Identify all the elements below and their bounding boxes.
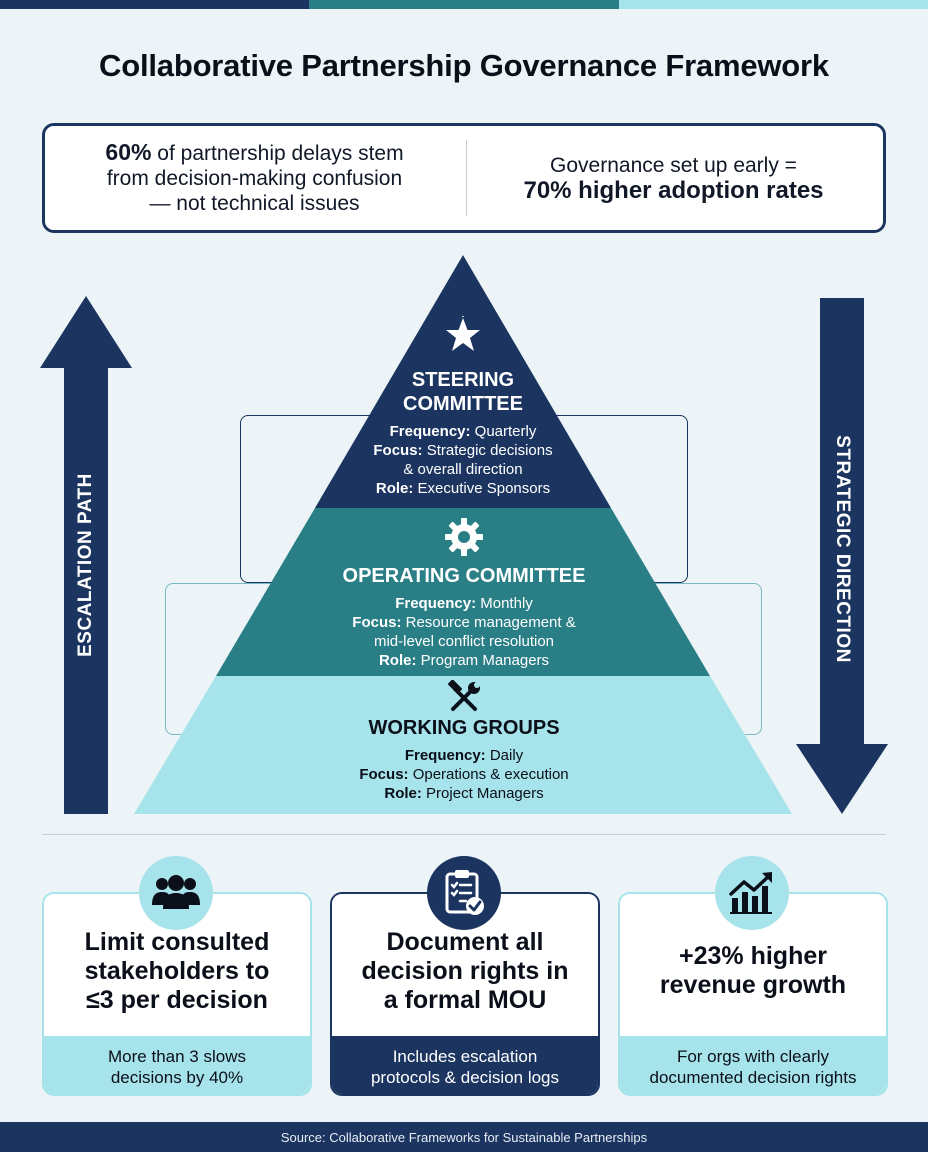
working-frequency: Daily (489, 747, 524, 764)
people-icon (152, 875, 200, 909)
card3-sub-line1: For orgs with clearly (676, 1047, 830, 1066)
accent-segment-teal (309, 0, 619, 9)
card-limit-stakeholders: Limit consulted stakeholders to ≤3 per d… (42, 892, 312, 1096)
steering-focus-line2: & overall direction (403, 461, 523, 478)
card1-sub-line1: More than 3 slows (108, 1047, 246, 1066)
page-title: Collaborative Partnership Governance Fra… (99, 48, 829, 83)
card2-title-line3: a formal MOU (383, 985, 547, 1014)
stat-left-line3: — not technical issues (149, 192, 360, 215)
section-divider (42, 834, 886, 835)
operating-frequency: Monthly (480, 595, 533, 612)
key-stats-box: 60% of partnership delays stem from deci… (42, 123, 886, 233)
card3-title-line2: revenue growth (659, 971, 847, 999)
stat-left-percent: 60% (105, 139, 152, 165)
footer: Source: Collaborative Frameworks for Sus… (0, 1122, 928, 1152)
stat-divider (466, 140, 467, 216)
working-focus: Operations & execution (412, 766, 569, 783)
steering-committee-text: STEERING COMMITTEE Frequency: Quarterly … (330, 368, 596, 498)
card1-title-line1: Limit consulted (84, 927, 270, 956)
star-icon (446, 316, 480, 351)
card1-title-line3: ≤3 per decision (86, 985, 268, 1014)
pyramid-tier-working (134, 676, 792, 814)
stat-right-line1: Governance set up early = (550, 153, 797, 177)
card1-sub-line2: decisions by 40% (110, 1068, 244, 1087)
tools-icon (447, 680, 480, 711)
steering-title-line1: STEERING (411, 369, 515, 391)
card2-title-line1: Document all (386, 927, 544, 956)
accent-segment-navy (0, 0, 310, 9)
working-groups-text: WORKING GROUPS Frequency: Daily Focus: O… (300, 716, 628, 803)
strategic-direction-arrow (796, 298, 888, 814)
escalation-arrow (40, 296, 132, 814)
card2-sub-line2: protocols & decision logs (370, 1068, 560, 1087)
pyramid-tier-operating (216, 508, 710, 676)
operating-title: OPERATING COMMITTEE (342, 565, 586, 587)
card1-badge (139, 856, 213, 930)
card3-title-line1: +23% higher (679, 942, 827, 970)
stat-right: Governance set up early = 70% higher ado… (464, 126, 883, 230)
card2-sub-line1: Includes escalation (392, 1047, 538, 1066)
card1-title-line2: stakeholders to (84, 956, 270, 985)
steering-title-line2: COMMITTEE (403, 393, 523, 415)
clipboard-check-icon (445, 870, 484, 915)
stat-left-line2: from decision-making confusion (106, 167, 403, 190)
steering-frequency: Quarterly (474, 423, 537, 440)
accent-segment-light (618, 0, 928, 9)
card2-title-line2: decision rights in (361, 956, 569, 985)
steering-focus-line1: Strategic decisions (426, 442, 553, 459)
operating-focus-line2: mid-level conflict resolution (373, 633, 555, 650)
operating-focus-line1: Resource management & (405, 614, 576, 631)
operating-role: Program Managers (420, 652, 550, 669)
card3-badge (715, 856, 789, 930)
operating-committee-text: OPERATING COMMITTEE Frequency: Monthly F… (300, 564, 628, 670)
growth-chart-icon (729, 872, 772, 914)
steering-role: Executive Sponsors (417, 480, 551, 497)
top-accent-bar (0, 0, 928, 9)
source-text: Source: Collaborative Frameworks for Sus… (280, 1129, 648, 1145)
card2-badge (427, 856, 501, 930)
stat-right-bold: 70% higher adoption rates (523, 176, 824, 204)
card3-sub-line2: documented decision rights (649, 1068, 857, 1087)
working-title: WORKING GROUPS (368, 717, 560, 739)
stat-left-line1: of partnership delays stem (157, 142, 404, 165)
working-role: Project Managers (426, 785, 544, 802)
stat-left: 60% of partnership delays stem from deci… (45, 126, 464, 230)
gear-icon (445, 518, 483, 556)
pyramid-tier-steering (315, 255, 611, 508)
